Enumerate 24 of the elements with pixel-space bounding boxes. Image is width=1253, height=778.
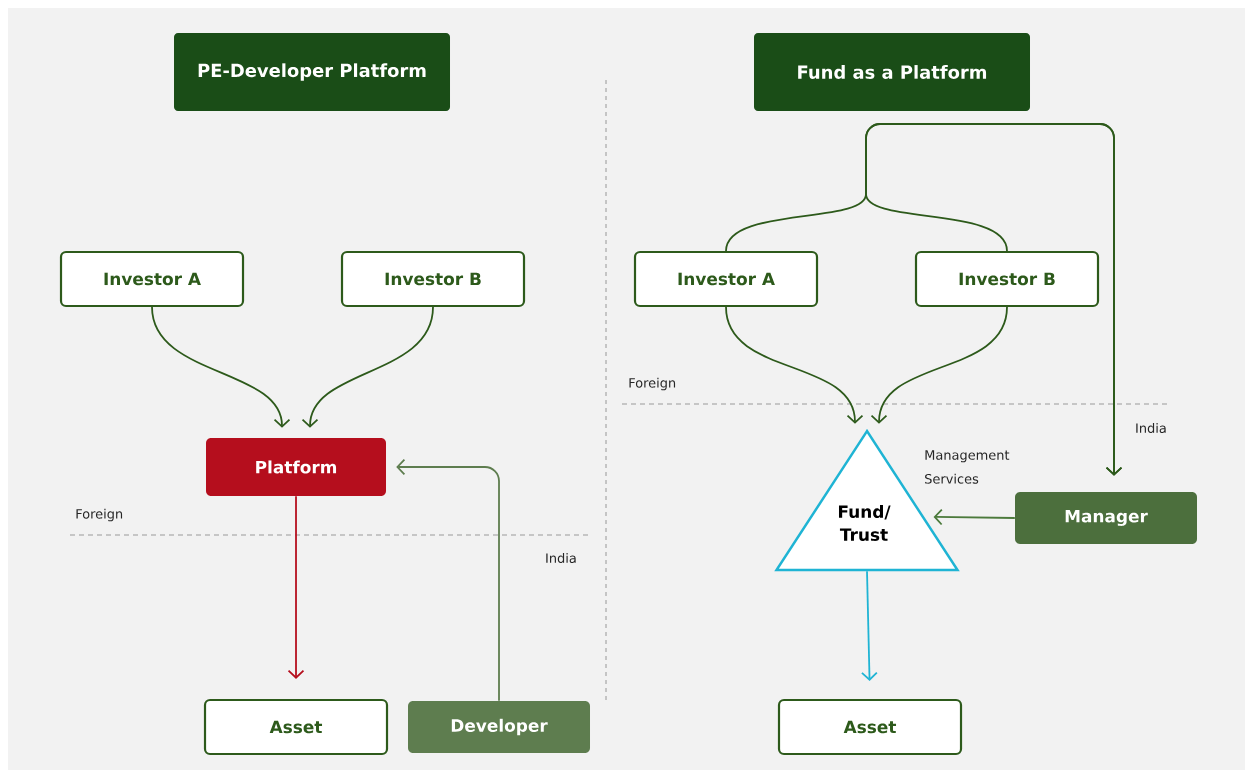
arrow [287,495,305,679]
arrow [861,570,878,681]
arrow [933,508,1016,526]
arrow [870,306,1008,424]
arrow [725,306,864,424]
platform-box: Platform [206,438,386,496]
arrow [301,306,434,428]
region-label: India [1136,423,1166,433]
region-label: India [546,553,576,563]
asset-box: Asset [203,698,389,756]
title-box: PE-Developer Platform [174,33,450,111]
arrow [396,458,500,702]
investor-box: Investor A [59,250,245,308]
developer-box: Developer [408,701,590,753]
investor-box: Investor B [340,250,526,308]
arrow [865,123,1123,476]
asset-box: Asset [777,698,963,756]
manager-box: Manager [1015,492,1197,544]
region-label: Foreign [76,508,123,522]
investor-box: Investor A [633,250,819,308]
region-label: Foreign [629,377,676,391]
title-box: Fund as a Platform [754,33,1030,111]
investor-box: Investor B [914,250,1100,308]
arrow [151,306,291,428]
